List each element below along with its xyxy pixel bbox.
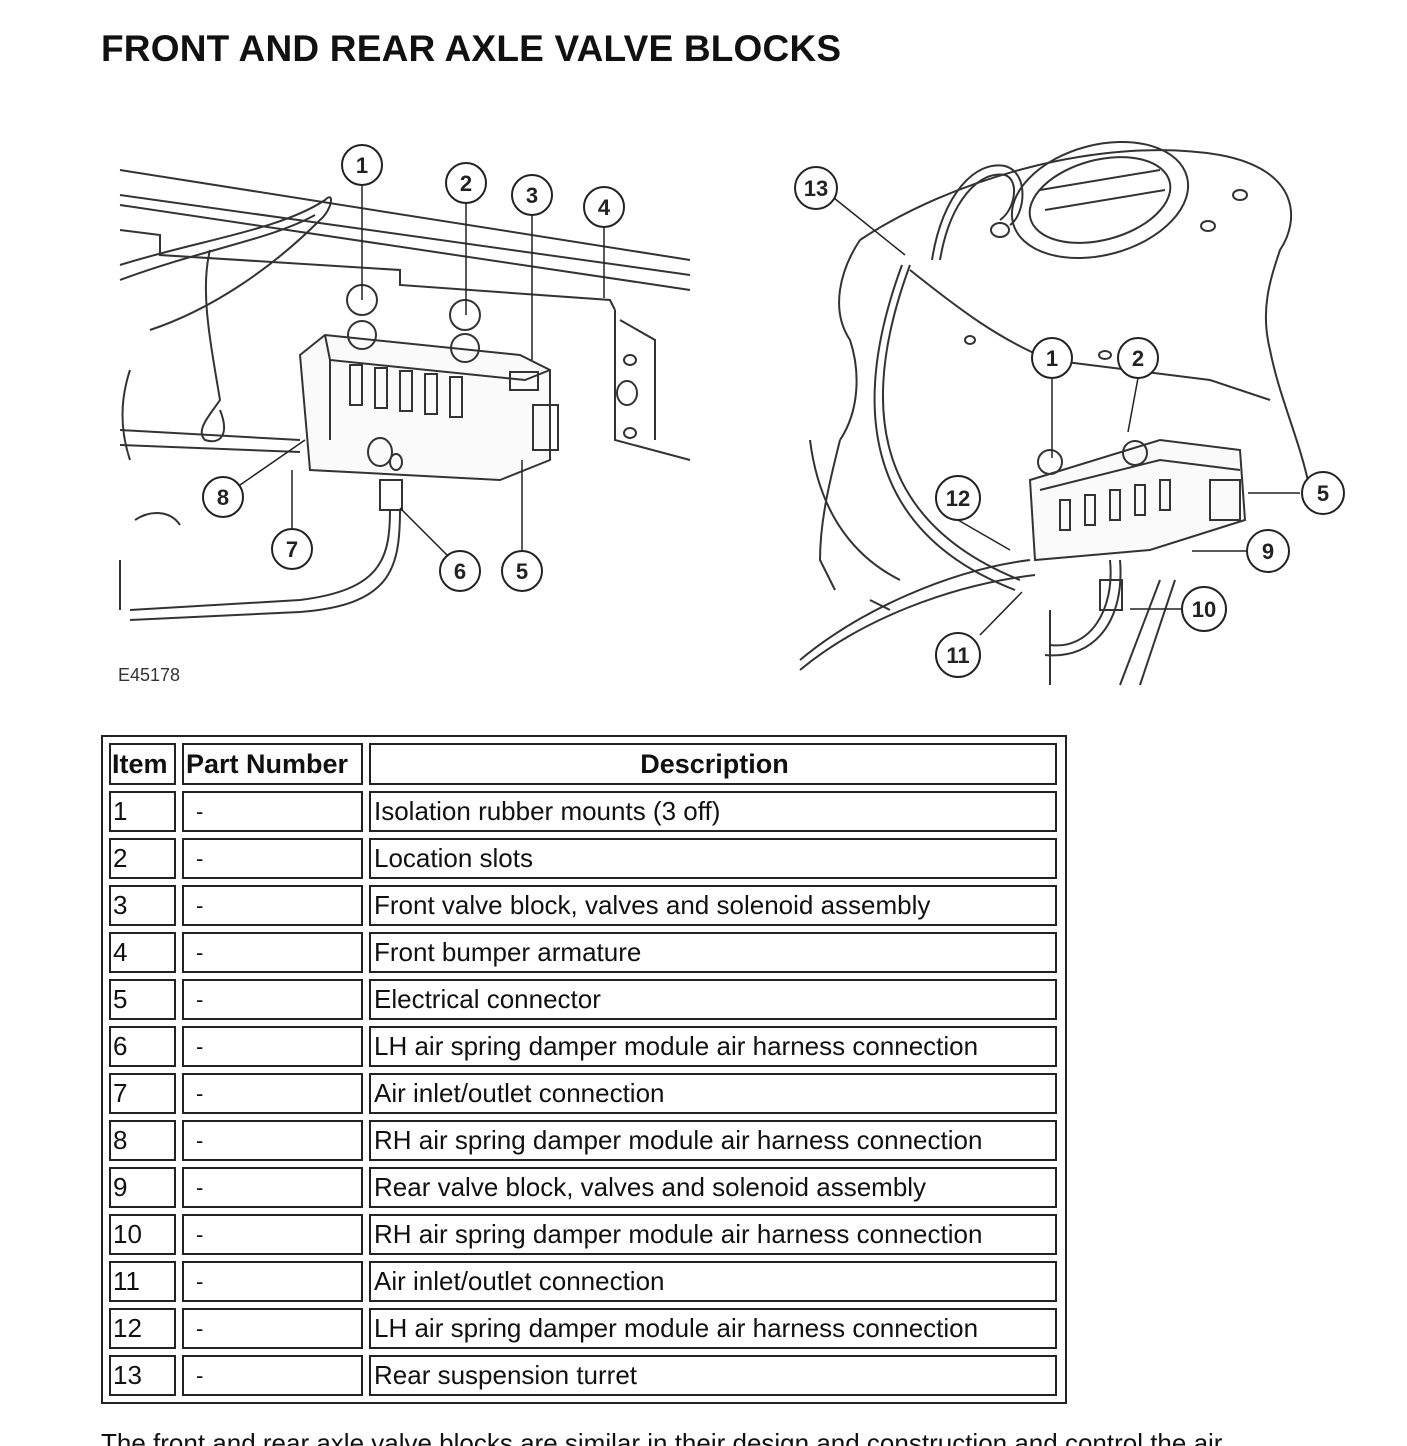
table-header-row: Item Part Number Description — [106, 740, 1062, 788]
front-callout-1: 1 — [341, 144, 383, 186]
rear-callout-1: 1 — [1031, 337, 1073, 379]
part-number-cell: - — [182, 1120, 363, 1161]
svg-text:2: 2 — [1132, 346, 1144, 371]
table-row: 6 - LH air spring damper module air harn… — [106, 1023, 1062, 1070]
rear-callout-2: 2 — [1117, 337, 1159, 379]
table-row: 4 - Front bumper armature — [106, 929, 1062, 976]
description-cell: Front bumper armature — [369, 932, 1057, 973]
front-callout-2: 2 — [445, 162, 487, 204]
svg-text:3: 3 — [526, 183, 538, 208]
svg-text:10: 10 — [1192, 597, 1216, 622]
svg-text:5: 5 — [1317, 481, 1329, 506]
table-row: 5 - Electrical connector — [106, 976, 1062, 1023]
item-cell: 7 — [109, 1073, 176, 1114]
svg-text:13: 13 — [804, 176, 828, 201]
table-row: 9 - Rear valve block, valves and solenoi… — [106, 1164, 1062, 1211]
front-callout-5: 5 — [501, 550, 543, 592]
part-number-cell: - — [182, 885, 363, 926]
description-cell: LH air spring damper module air harness … — [369, 1308, 1057, 1349]
description-cell: Rear suspension turret — [369, 1355, 1057, 1396]
svg-text:1: 1 — [1046, 346, 1058, 371]
description-cell: Electrical connector — [369, 979, 1057, 1020]
rear-callouts: 13 1 2 5 9 10 11 12 — [794, 166, 1345, 678]
description-cell: Air inlet/outlet connection — [369, 1073, 1057, 1114]
item-cell: 6 — [109, 1026, 176, 1067]
description-cell: RH air spring damper module air harness … — [369, 1120, 1057, 1161]
description-cell: Isolation rubber mounts (3 off) — [369, 791, 1057, 832]
table-row: 13 - Rear suspension turret — [106, 1352, 1062, 1399]
part-number-cell: - — [182, 979, 363, 1020]
description-cell: Front valve block, valves and solenoid a… — [369, 885, 1057, 926]
svg-text:1: 1 — [356, 153, 368, 178]
body-paragraph: The front and rear axle valve blocks are… — [101, 1428, 1223, 1446]
item-cell: 2 — [109, 838, 176, 879]
table-row: 2 - Location slots — [106, 835, 1062, 882]
table-row: 11 - Air inlet/outlet connection — [106, 1258, 1062, 1305]
front-callout-6: 6 — [439, 550, 481, 592]
part-number-cell: - — [182, 1073, 363, 1114]
part-number-cell: - — [182, 1026, 363, 1067]
svg-text:4: 4 — [598, 195, 611, 220]
svg-text:6: 6 — [454, 559, 466, 584]
parts-table: Item Part Number Description 1 - Isolati… — [101, 735, 1067, 1404]
table-row: 7 - Air inlet/outlet connection — [106, 1070, 1062, 1117]
table-row: 3 - Front valve block, valves and soleno… — [106, 882, 1062, 929]
item-cell: 12 — [109, 1308, 176, 1349]
front-callout-4: 4 — [583, 186, 625, 228]
front-valve-block-drawing — [119, 169, 691, 621]
description-cell: RH air spring damper module air harness … — [369, 1214, 1057, 1255]
part-number-cell: - — [182, 1308, 363, 1349]
rear-callout-11: 11 — [935, 632, 981, 678]
item-cell: 3 — [109, 885, 176, 926]
rear-callout-13: 13 — [794, 166, 838, 210]
part-number-cell: - — [182, 838, 363, 879]
svg-text:11: 11 — [946, 643, 969, 668]
header-item: Item — [109, 743, 176, 785]
svg-text:12: 12 — [946, 486, 970, 511]
svg-text:2: 2 — [460, 171, 472, 196]
part-number-cell: - — [182, 932, 363, 973]
part-number-cell: - — [182, 1355, 363, 1396]
item-cell: 11 — [109, 1261, 176, 1302]
front-callout-7: 7 — [271, 528, 313, 570]
item-cell: 1 — [109, 791, 176, 832]
table-row: 12 - LH air spring damper module air har… — [106, 1305, 1062, 1352]
rear-callout-5: 5 — [1301, 471, 1345, 515]
part-number-cell: - — [182, 1167, 363, 1208]
item-cell: 8 — [109, 1120, 176, 1161]
figure-id: E45178 — [118, 665, 180, 685]
item-cell: 10 — [109, 1214, 176, 1255]
page-title: FRONT AND REAR AXLE VALVE BLOCKS — [101, 28, 842, 69]
part-number-cell: - — [182, 1261, 363, 1302]
svg-text:7: 7 — [286, 537, 298, 562]
front-callouts: 1 2 3 4 5 6 7 8 — [202, 144, 625, 592]
header-part-number: Part Number — [182, 743, 363, 785]
rear-callout-12: 12 — [935, 475, 981, 521]
item-cell: 5 — [109, 979, 176, 1020]
item-cell: 4 — [109, 932, 176, 973]
part-number-cell: - — [182, 791, 363, 832]
description-cell: Rear valve block, valves and solenoid as… — [369, 1167, 1057, 1208]
rear-callout-leaders — [833, 197, 1300, 636]
description-cell: Location slots — [369, 838, 1057, 879]
table-row: 10 - RH air spring damper module air har… — [106, 1211, 1062, 1258]
table-row: 1 - Isolation rubber mounts (3 off) — [106, 788, 1062, 835]
description-cell: Air inlet/outlet connection — [369, 1261, 1057, 1302]
valve-blocks-illustration: 1 2 3 4 5 6 7 8 E45178 — [100, 140, 1370, 710]
svg-text:8: 8 — [217, 485, 229, 510]
part-number-cell: - — [182, 1214, 363, 1255]
illustration-svg: 1 2 3 4 5 6 7 8 E45178 — [118, 140, 1345, 686]
item-cell: 13 — [109, 1355, 176, 1396]
front-callout-3: 3 — [511, 174, 553, 216]
rear-callout-9: 9 — [1246, 529, 1290, 573]
table-row: 8 - RH air spring damper module air harn… — [106, 1117, 1062, 1164]
svg-text:5: 5 — [516, 559, 528, 584]
rear-callout-10: 10 — [1181, 586, 1227, 632]
front-callout-8: 8 — [202, 476, 244, 518]
rear-valve-block-drawing — [799, 140, 1311, 686]
item-cell: 9 — [109, 1167, 176, 1208]
header-description: Description — [369, 743, 1057, 785]
svg-text:9: 9 — [1262, 539, 1274, 564]
description-cell: LH air spring damper module air harness … — [369, 1026, 1057, 1067]
